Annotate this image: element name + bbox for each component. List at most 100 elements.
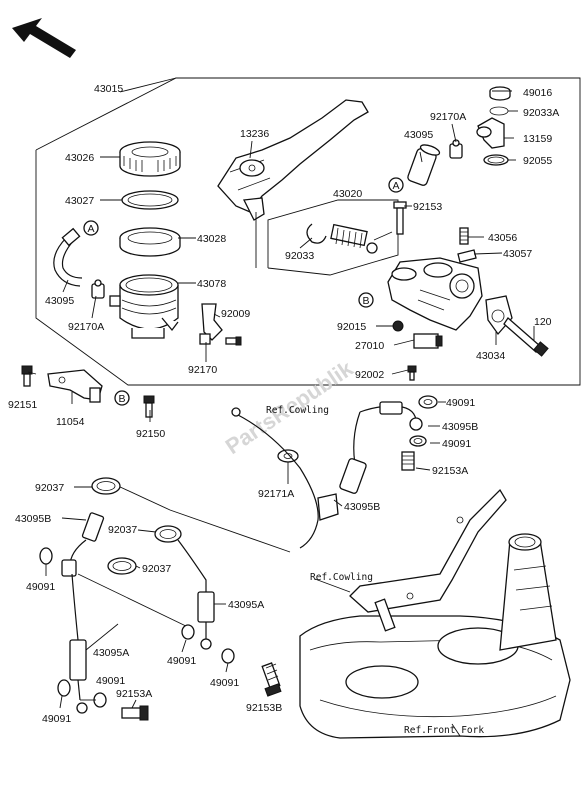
label-49091-g: 49091 [42,713,71,725]
washer-49091-right [221,648,235,664]
washer-49091-top [418,395,438,409]
screw-92002 [407,365,417,381]
label-92151: 92151 [8,399,37,411]
label-120: 120 [534,316,552,328]
svg-text:B: B [363,295,370,307]
label-92171a: 92171A [258,488,294,500]
hose-line-left [71,573,79,641]
label-92153a-b: 92153A [116,688,152,700]
label-92170a-right: 92170A [430,111,466,123]
part-labels: 43015 13236 43026 43027 43028 43078 4309… [8,83,559,725]
hose-clamp-left [91,279,105,299]
clamp-92037-mid [154,525,182,543]
mount-bracket [47,369,103,403]
marker-b-right: B [358,292,374,308]
subassembly-outline [267,199,399,276]
master-cylinder-body [387,257,483,331]
label-43057: 43057 [503,248,532,260]
label-43078: 43078 [197,278,226,290]
label-92037-c: 92037 [142,563,171,575]
screw-92150 [143,395,155,418]
bleeder-43056 [459,227,469,245]
marker-b-bottom: B [114,390,130,406]
label-13159: 13159 [523,133,552,145]
washer-49091-mid [409,435,427,447]
label-49091-b: 49091 [442,438,471,450]
ref-cowling-mid: Ref.Cowling [310,572,373,583]
clamp-92037-left [91,477,121,495]
label-43095b-b: 43095B [344,501,380,513]
svg-text:A: A [393,180,400,192]
hose-line-cross [77,573,191,629]
reservoir-cap-small [489,86,511,101]
cowling-bracket [349,488,507,632]
marker-a-right: A [388,177,404,193]
clamp-92037-right [107,557,137,575]
banjo-bolt-92153b [261,662,282,697]
washer-49091-left-b [57,679,71,697]
label-43056: 43056 [488,232,517,244]
reservoir-cap [119,141,181,177]
label-49091-f: 49091 [96,675,125,687]
brake-lever [217,99,369,221]
marker-a-top: A [83,220,99,236]
label-92170: 92170 [188,364,217,376]
reservoir-diaphragm [119,227,181,257]
label-27010: 27010 [355,340,384,352]
svg-text:A: A [88,223,95,235]
label-92037-b: 92037 [108,524,137,536]
circlip-92033a [489,106,509,116]
label-43015: 43015 [94,83,123,95]
washer-49091-center [181,624,195,640]
hose-clamp-right [449,139,463,159]
banjo-bolt-92153a-top [401,451,415,471]
label-43027: 43027 [65,195,94,207]
screw-92151 [21,365,33,387]
label-92153: 92153 [413,201,442,213]
splitter-line [117,485,291,553]
label-43095a-a: 43095A [228,599,264,611]
steering-stem [499,533,557,651]
reservoir-body [109,274,179,339]
washer-49091-left-a [39,547,53,565]
label-13236: 13236 [240,128,269,140]
reservoir-gasket [121,190,179,210]
label-92015: 92015 [337,321,366,333]
cap-43057 [457,249,477,263]
banjo-bolt-92153a-bottom [121,705,149,721]
label-43095a-b: 43095A [93,647,129,659]
label-92037-a: 92037 [35,482,64,494]
hose-43095b-main [231,407,367,549]
label-92153a-a: 92153A [432,465,468,477]
label-92009: 92009 [221,308,250,320]
label-92150: 92150 [136,428,165,440]
washer-92015 [392,320,404,332]
svg-text:B: B [119,393,126,405]
ref-cowling-top: Ref.Cowling [266,405,329,416]
label-49091-a: 49091 [446,397,475,409]
label-49016: 49016 [523,87,552,99]
direction-arrow-icon [12,18,76,58]
hose-line-mid [177,539,207,592]
label-49091-d: 49091 [167,655,196,667]
label-43020: 43020 [333,188,362,200]
label-92033a: 92033A [523,107,559,119]
hose-43095a-right [197,591,215,650]
leader-lines [27,77,535,737]
label-92055: 92055 [523,155,552,167]
switch-27010 [413,333,443,349]
small-bolt-92009 [225,336,242,346]
banjo-43095b-top [359,401,423,431]
hose-43095-right [407,144,441,186]
grommet-92171a [277,449,299,463]
label-92153b: 92153B [246,702,282,714]
o-ring-92055 [483,154,509,166]
elbow-fitting-13159 [476,117,505,149]
label-43034: 43034 [476,350,505,362]
label-11054: 11054 [56,416,85,428]
ref-front-fork: Ref.Front Fork [404,725,484,736]
bolt-120 [503,317,549,357]
label-92170a-left: 92170A [68,321,104,333]
label-49091-c: 49091 [26,581,55,593]
